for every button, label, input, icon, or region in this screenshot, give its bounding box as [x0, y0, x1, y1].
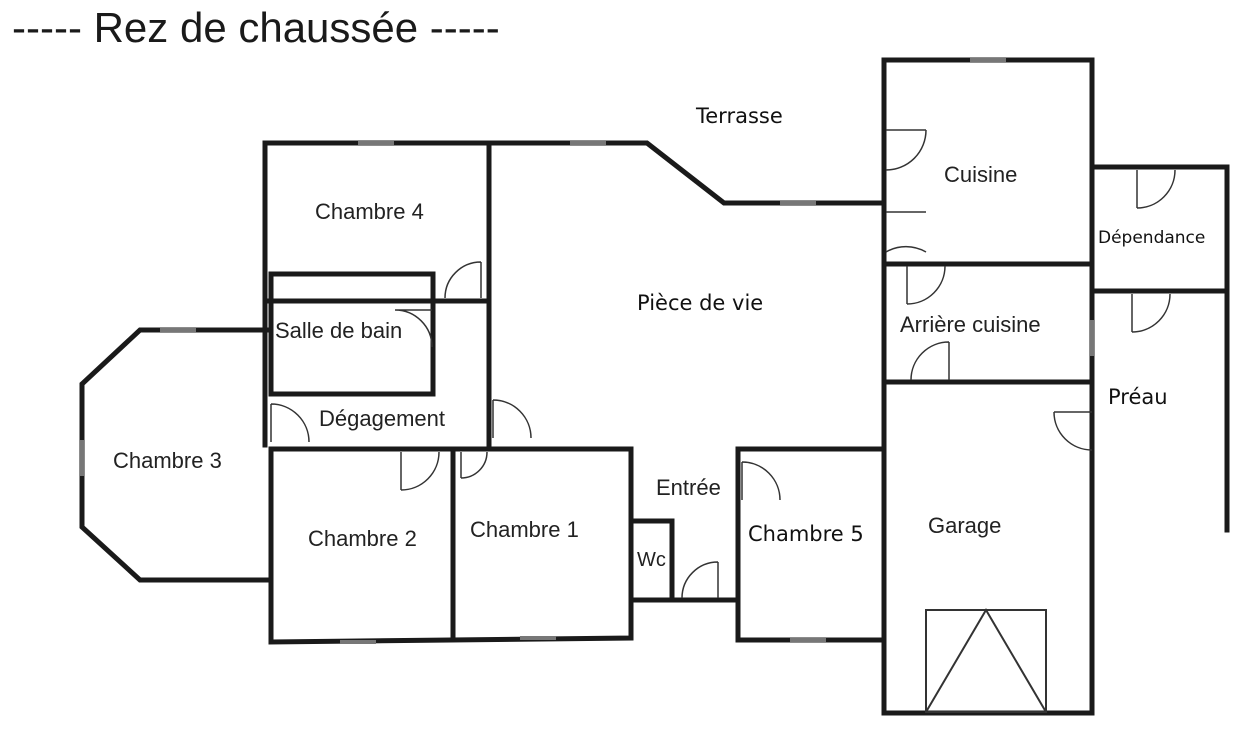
- label-terrasse: Terrasse: [695, 104, 783, 128]
- garage-door-symbol: [925, 608, 1047, 713]
- label-piece-de-vie: Pièce de vie: [637, 291, 763, 315]
- label-arriere-cuisine: Arrière cuisine: [900, 312, 1041, 337]
- label-chambre-2: Chambre 2: [308, 526, 417, 551]
- label-degagement: Dégagement: [319, 406, 445, 431]
- label-salle-de-bain: Salle de bain: [275, 318, 402, 343]
- label-entree: Entrée: [656, 475, 721, 500]
- label-chambre-5: Chambre 5: [748, 522, 864, 546]
- label-dependance: Dépendance: [1098, 228, 1205, 248]
- doors: [270, 129, 1176, 599]
- label-cuisine: Cuisine: [944, 162, 1017, 187]
- label-chambre-1: Chambre 1: [470, 517, 579, 542]
- label-garage: Garage: [928, 513, 1001, 538]
- windows: [80, 58, 1094, 644]
- plan-title: ----- Rez de chaussée -----: [12, 4, 500, 51]
- walls: [79, 57, 1230, 716]
- label-chambre-4: Chambre 4: [315, 199, 424, 224]
- label-chambre-3: Chambre 3: [113, 448, 222, 473]
- label-preau: Préau: [1108, 385, 1168, 409]
- label-wc: Wc: [637, 549, 666, 571]
